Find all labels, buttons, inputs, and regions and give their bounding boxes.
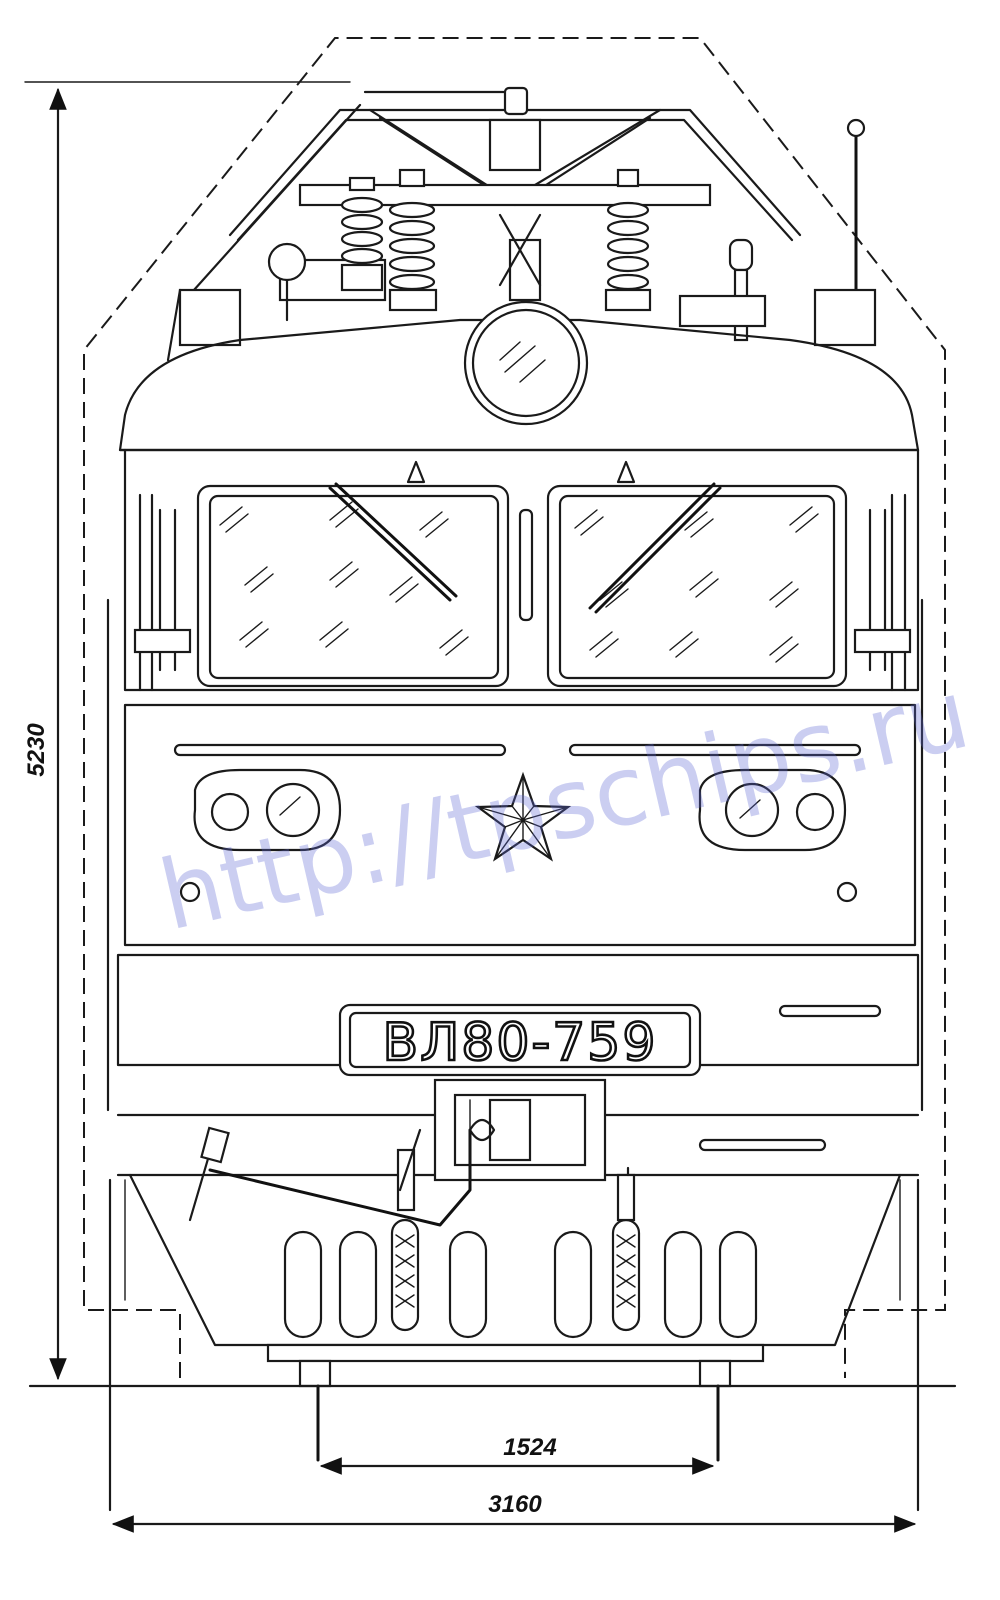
number-plate-text: ВЛ80-759 <box>383 1013 658 1073</box>
cab-roof <box>118 318 920 452</box>
red-star-emblem <box>474 771 572 862</box>
dimension-height: 5230 <box>23 81 351 1381</box>
dimension-gauge: 1524 <box>319 1434 715 1475</box>
side-handrails <box>106 493 924 1112</box>
dimension-width-label: 3160 <box>488 1491 542 1518</box>
roof-insulator-right <box>604 168 652 312</box>
dimension-gauge-label: 1524 <box>503 1434 556 1461</box>
clearance-gauge-outline <box>83 37 946 1378</box>
headlight-cluster-right <box>698 768 847 852</box>
number-plate: ВЛ80-759 <box>338 1003 702 1077</box>
headlight-top <box>463 300 589 426</box>
pilot-vents <box>283 1230 758 1339</box>
center-pillar <box>406 460 636 622</box>
bogie-wheels <box>108 1178 920 1512</box>
roof-horn <box>678 238 767 342</box>
headlight-cluster-left <box>193 768 342 852</box>
nose-bolts <box>179 881 858 903</box>
brake-hoses <box>390 1128 641 1332</box>
roof-insulator-center-left <box>388 168 438 312</box>
front-nose-panel <box>123 703 917 947</box>
windshield-left <box>196 484 510 688</box>
roof-brackets <box>166 288 242 362</box>
cab-side-outline <box>123 448 920 692</box>
automatic-coupler <box>433 1078 607 1182</box>
windshield-wipers <box>328 482 722 614</box>
antenna <box>813 118 877 347</box>
dimension-height-label: 5230 <box>23 723 50 777</box>
roof-insulator-left <box>340 176 384 292</box>
pilot-snowplow <box>128 1173 902 1347</box>
uncoupling-lever <box>188 1099 472 1227</box>
dimension-width: 3160 <box>111 1491 917 1533</box>
pantograph <box>183 86 802 322</box>
windshield-right <box>546 484 848 688</box>
